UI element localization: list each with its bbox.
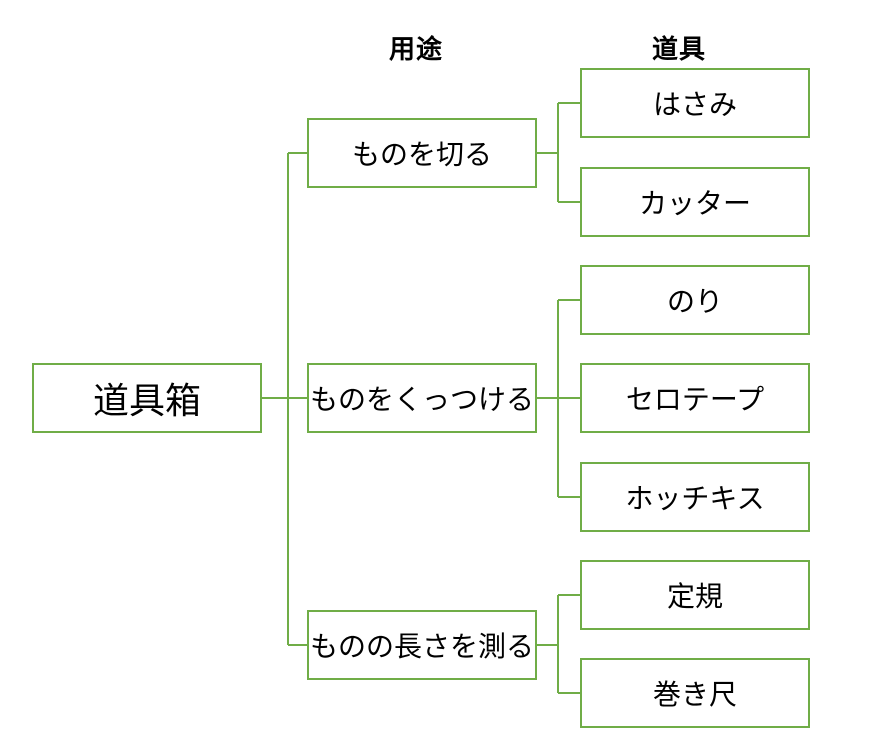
node-tool-cutter: カッター — [580, 167, 810, 237]
connector-branch-cut — [537, 102, 580, 203]
column-header-tool: 道具 — [651, 34, 706, 64]
connector-branch-stick — [537, 299, 580, 498]
node-tool-ruler: 定規 — [580, 560, 810, 630]
node-tool-scissors: はさみ — [580, 68, 810, 138]
column-header-purpose: 用途 — [388, 34, 443, 64]
node-purpose-measure: ものの長さを測る — [307, 610, 537, 680]
node-root-toolbox: 道具箱 — [32, 363, 262, 433]
connector-root-trunk — [262, 152, 307, 646]
node-tool-glue: のり — [580, 265, 810, 335]
connector-branch-measure — [537, 594, 580, 694]
node-purpose-stick: ものをくっつける — [307, 363, 537, 433]
node-purpose-cut: ものを切る — [307, 118, 537, 188]
node-tool-stapler: ホッチキス — [580, 462, 810, 532]
node-tool-cellophane-tape: セロテープ — [580, 363, 810, 433]
node-tool-tape-measure: 巻き尺 — [580, 658, 810, 728]
